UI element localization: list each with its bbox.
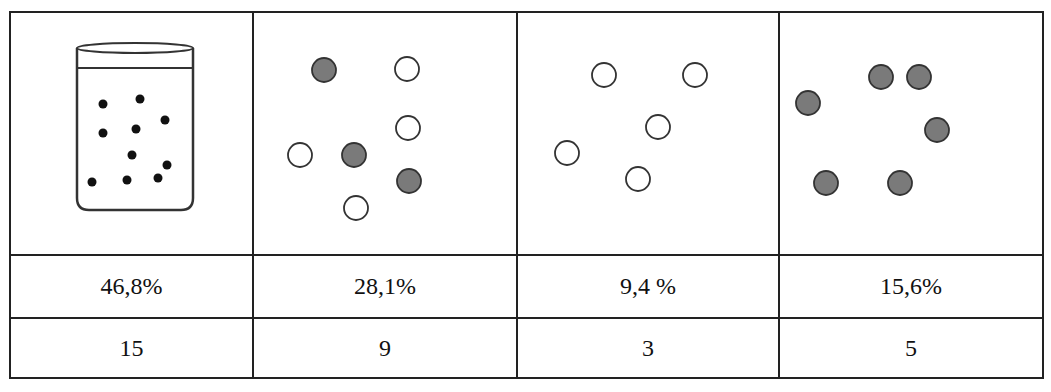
table-cell: 15 bbox=[12, 320, 251, 376]
grey-particles bbox=[796, 65, 949, 195]
percentage-value: 15,6% bbox=[878, 273, 944, 300]
percentage-value: 46,8% bbox=[99, 273, 165, 300]
mixed-particles bbox=[288, 57, 421, 220]
beaker-drawing bbox=[77, 43, 193, 210]
percentage-value: 28,1% bbox=[352, 273, 418, 300]
table-grid bbox=[10, 12, 1043, 378]
table-cell: 9,4 % bbox=[519, 257, 777, 316]
count-value: 9 bbox=[377, 335, 393, 362]
table-cell: 46,8% bbox=[12, 257, 251, 316]
table-cell: 15,6% bbox=[781, 257, 1041, 316]
table-cell: 9 bbox=[255, 320, 515, 376]
percentage-value: 9,4 % bbox=[618, 273, 678, 300]
white-particles bbox=[555, 63, 707, 191]
count-value: 5 bbox=[903, 335, 919, 362]
table-cell: 3 bbox=[519, 320, 777, 376]
count-value: 3 bbox=[640, 335, 656, 362]
count-value: 15 bbox=[118, 335, 146, 362]
table-cell: 28,1% bbox=[255, 257, 515, 316]
table-cell: 5 bbox=[781, 320, 1041, 376]
